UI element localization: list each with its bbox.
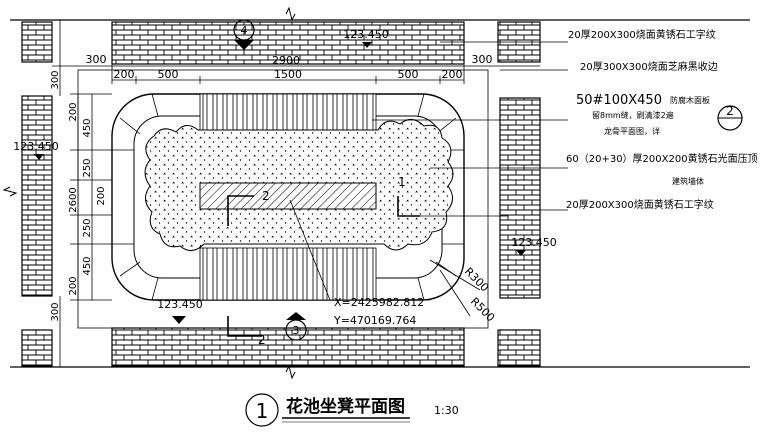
dimension-lines bbox=[52, 20, 540, 367]
dim-seg-5: 200 bbox=[442, 68, 463, 81]
section-cut-right bbox=[397, 196, 420, 217]
dim-v-total: 2600 bbox=[68, 187, 79, 212]
level-markers: 123.450 123.450 123.450 123.450 bbox=[13, 28, 557, 324]
dim-v-5: 250 bbox=[82, 218, 93, 237]
bench-hatch bbox=[199, 182, 377, 210]
leader-lines bbox=[372, 41, 568, 217]
level-left: 123.450 bbox=[13, 140, 59, 153]
dim-v-6: 450 bbox=[82, 256, 93, 275]
left-brick-wall-mid bbox=[21, 95, 53, 297]
annotation-top-paving: 20厚200X300烧面黄锈石工字纹 bbox=[568, 28, 716, 41]
annotation-bottom-paving: 20厚200X300烧面黄锈石工字纹 bbox=[566, 198, 714, 211]
dim-seg-1: 200 bbox=[114, 68, 135, 81]
section-symbol-right: 2 bbox=[717, 104, 743, 131]
dim-v-7: 200 bbox=[68, 276, 79, 295]
level-top: 123.450 bbox=[343, 28, 389, 41]
section-top-number: 4 bbox=[241, 24, 248, 37]
section-symbol-bottom: 3 bbox=[285, 312, 307, 341]
dim-v-1: 200 bbox=[68, 102, 79, 121]
section-bottom-number: 3 bbox=[293, 324, 300, 337]
annotation-edge: 20厚300X300烧面芝麻黑收边 bbox=[580, 60, 718, 73]
dim-top-overall: 2900 bbox=[272, 54, 300, 67]
section-cut-left bbox=[227, 195, 262, 337]
section-right-number: 2 bbox=[726, 104, 734, 118]
title-scale: 1:30 bbox=[434, 404, 459, 417]
dim-seg-2: 500 bbox=[158, 68, 179, 81]
coordinate-x: X=2425982.812 bbox=[334, 296, 424, 309]
annotation-coping: 60（20+30）厚200X200黄锈石光面压顶 bbox=[566, 152, 758, 165]
section-left-number-bottom: 2 bbox=[258, 333, 266, 347]
annotation-keel: 龙骨平面图，详 bbox=[604, 126, 660, 136]
break-marks bbox=[2, 6, 296, 380]
annotation-wood-type: 防腐木面板 bbox=[670, 95, 710, 105]
dim-right-300: 300 bbox=[472, 53, 493, 66]
coordinate-y: Y=470169.764 bbox=[333, 314, 416, 327]
right-brick-wall-mid bbox=[499, 97, 541, 299]
section-right-cut-number: 1 bbox=[398, 175, 406, 189]
title-text: 花池坐凳平面图 bbox=[286, 396, 405, 417]
dim-v-3: 250 bbox=[82, 158, 93, 177]
title-number: 1 bbox=[256, 399, 269, 423]
vertical-dims: 200 450 250 200 250 450 200 2600 300 300 bbox=[50, 70, 107, 321]
left-brick-wall-top bbox=[21, 21, 53, 63]
level-right: 123.450 bbox=[511, 236, 557, 249]
radius-leaders bbox=[429, 259, 481, 317]
dim-v-300-top: 300 bbox=[50, 70, 61, 89]
bench-slats-bottom bbox=[199, 247, 377, 301]
drawing-title: 1 花池坐凳平面图 1:30 bbox=[245, 393, 459, 427]
dim-v-2: 450 bbox=[82, 118, 93, 137]
dim-v-300-bottom: 300 bbox=[50, 302, 61, 321]
radius-300: R300 bbox=[462, 265, 491, 294]
annotation-wood-size: 50#100X450 bbox=[576, 93, 662, 108]
section-symbol-top: 4 bbox=[233, 19, 255, 50]
annotation-wall: 建筑墙体 bbox=[672, 176, 704, 186]
level-bottom: 123.450 bbox=[157, 298, 203, 311]
wall-outline bbox=[10, 19, 750, 368]
bottom-brick-wall bbox=[111, 327, 465, 367]
dim-seg-4: 500 bbox=[398, 68, 419, 81]
left-brick-wall-bottom bbox=[21, 329, 53, 367]
corner-paving bbox=[112, 93, 464, 301]
radius-500: R500 bbox=[468, 295, 497, 324]
annotation-wood-gap: 留8mm缝，刷清漆2遍 bbox=[592, 110, 674, 120]
top-brick-wall bbox=[111, 21, 465, 65]
coordinate-leader bbox=[289, 199, 430, 301]
section-left-number: 2 bbox=[262, 189, 270, 203]
dim-seg-3: 1500 bbox=[274, 68, 302, 81]
dim-left-300: 300 bbox=[86, 53, 107, 66]
dim-v-4: 200 bbox=[96, 186, 107, 205]
right-brick-wall-bottom bbox=[497, 329, 541, 367]
